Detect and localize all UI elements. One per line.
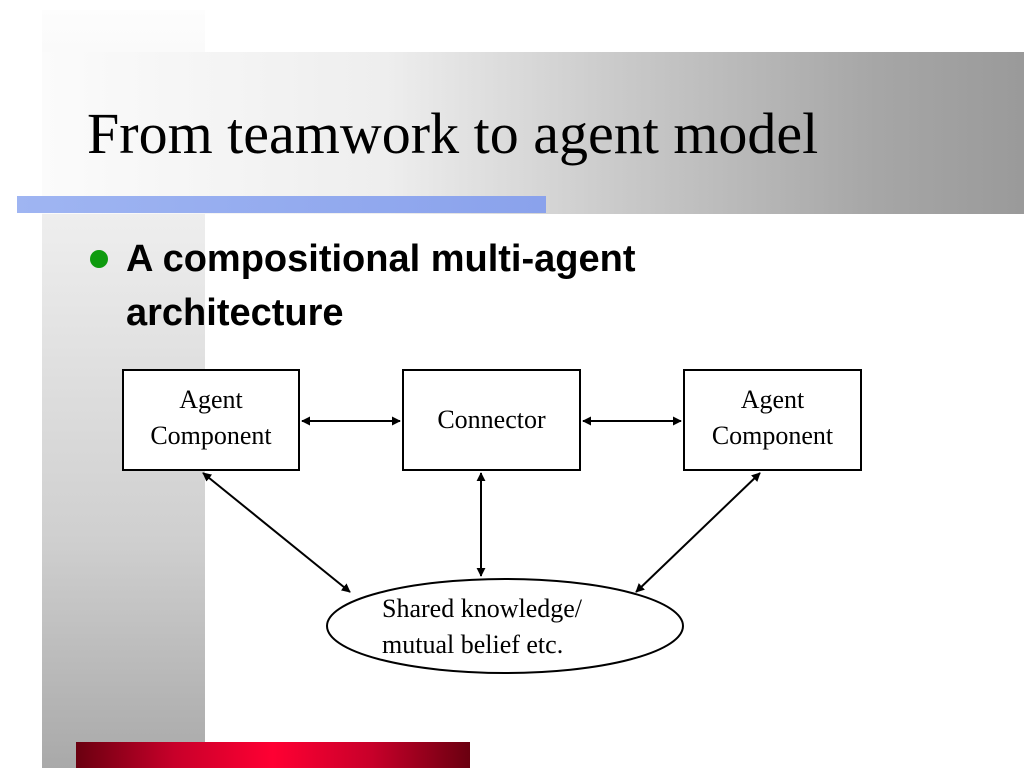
shared-line1: Shared knowledge/: [382, 594, 583, 623]
bullet-icon: [90, 250, 108, 268]
connector-label: Connector: [437, 405, 546, 434]
right-component-line2: Component: [711, 421, 834, 450]
title-band: [42, 52, 1024, 214]
right-component-label: Agent Component: [684, 382, 861, 454]
arrow-left-shared: [202, 472, 351, 593]
arrow-right-shared: [635, 472, 761, 593]
agent-component-right-box: [683, 369, 862, 471]
connector-box: [402, 369, 581, 471]
agent-component-left-box: [122, 369, 300, 471]
left-component-line1: Agent: [179, 385, 243, 414]
shared-knowledge-ellipse: [326, 578, 684, 674]
shared-line2: mutual belief etc.: [382, 630, 564, 659]
bullet-text: A compositional multi-agent architecture: [126, 238, 636, 334]
left-component-line2: Component: [150, 421, 272, 450]
left-component-label: Agent Component: [123, 382, 299, 454]
blue-accent-bar: [17, 196, 546, 213]
right-component-line1: Agent: [740, 385, 805, 414]
red-accent-bar: [76, 742, 470, 768]
slide-title: From teamwork to agent model: [87, 101, 819, 166]
shared-knowledge-label: Shared knowledge/ mutual belief etc.: [382, 591, 582, 663]
